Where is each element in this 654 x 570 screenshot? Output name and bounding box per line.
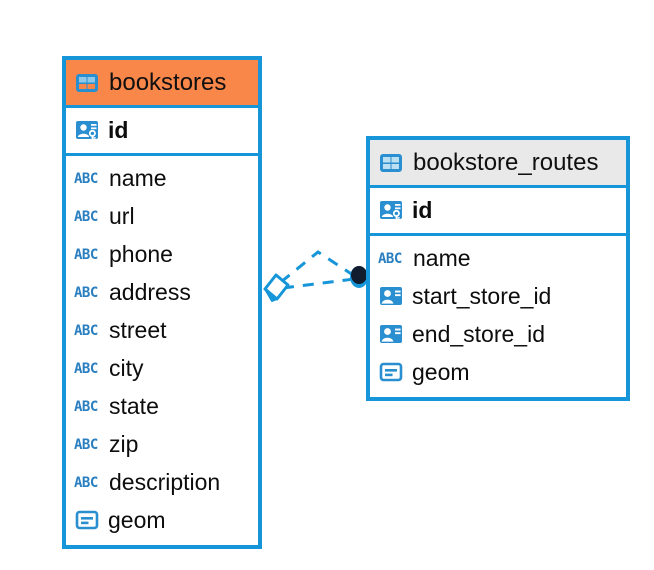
field-label: state xyxy=(109,392,159,419)
entity-field-section: ABC name start_store_id xyxy=(370,236,626,397)
svg-text:ABC: ABC xyxy=(74,399,98,415)
primary-key-icon xyxy=(378,197,404,223)
field-row-description[interactable]: ABC description xyxy=(66,463,258,501)
abc-text-icon: ABC xyxy=(74,206,101,226)
svg-text:ABC: ABC xyxy=(74,209,98,225)
field-label: description xyxy=(109,468,221,495)
field-row-primary-key[interactable]: id xyxy=(370,191,626,229)
field-label: id xyxy=(108,116,129,143)
field-row-url[interactable]: ABC url xyxy=(66,197,258,235)
field-label: url xyxy=(109,202,135,229)
svg-text:ABC: ABC xyxy=(74,361,98,377)
field-label: address xyxy=(109,278,191,305)
abc-text-icon: ABC xyxy=(74,358,101,378)
abc-text-icon: ABC xyxy=(74,396,101,416)
foreign-key-icon xyxy=(378,321,404,347)
field-row-geom[interactable]: geom xyxy=(66,501,258,539)
entity-key-section: id xyxy=(66,108,258,156)
table-icon xyxy=(378,150,404,176)
svg-text:ABC: ABC xyxy=(74,171,98,187)
field-label: geom xyxy=(412,358,470,385)
abc-text-icon: ABC xyxy=(74,168,101,188)
entity-field-section: ABC name ABC url ABC p xyxy=(66,156,258,545)
svg-text:ABC: ABC xyxy=(378,251,402,267)
field-row-phone[interactable]: ABC phone xyxy=(66,235,258,273)
field-row-start-store-id[interactable]: start_store_id xyxy=(370,277,626,315)
foreign-key-icon xyxy=(378,283,404,309)
entity-title: bookstore_routes xyxy=(413,148,599,176)
field-row-name[interactable]: ABC name xyxy=(66,159,258,197)
abc-text-icon: ABC xyxy=(74,434,101,454)
field-row-name[interactable]: ABC name xyxy=(370,239,626,277)
field-label: geom xyxy=(108,506,166,533)
abc-text-icon: ABC xyxy=(74,282,101,302)
field-label: id xyxy=(412,196,433,223)
field-label: start_store_id xyxy=(412,282,552,309)
svg-text:ABC: ABC xyxy=(74,247,98,263)
entity-header[interactable]: bookstores xyxy=(66,60,258,108)
svg-text:ABC: ABC xyxy=(74,323,98,339)
geometry-icon xyxy=(74,507,100,533)
geometry-icon xyxy=(378,359,404,385)
abc-text-icon: ABC xyxy=(378,248,405,268)
svg-text:ABC: ABC xyxy=(74,475,98,491)
relationship-line-upper[interactable] xyxy=(280,250,357,284)
abc-text-icon: ABC xyxy=(74,320,101,340)
abc-text-icon: ABC xyxy=(74,472,101,492)
field-label: zip xyxy=(109,430,139,457)
relationship-line-lower[interactable] xyxy=(282,277,355,290)
field-row-state[interactable]: ABC state xyxy=(66,387,258,425)
field-label: name xyxy=(413,244,471,271)
field-row-street[interactable]: ABC street xyxy=(66,311,258,349)
field-row-zip[interactable]: ABC zip xyxy=(66,425,258,463)
field-label: phone xyxy=(109,240,173,267)
field-row-address[interactable]: ABC address xyxy=(66,273,258,311)
primary-key-icon xyxy=(74,117,100,143)
svg-text:ABC: ABC xyxy=(74,437,98,453)
entity-bookstores[interactable]: bookstores id xyxy=(62,56,262,549)
field-label: name xyxy=(109,164,167,191)
field-row-end-store-id[interactable]: end_store_id xyxy=(370,315,626,353)
field-label: end_store_id xyxy=(412,320,545,347)
entity-bookstore-routes[interactable]: bookstore_routes id xyxy=(366,136,630,401)
entity-key-section: id xyxy=(370,188,626,236)
diamond-marker[interactable] xyxy=(263,273,290,302)
field-label: city xyxy=(109,354,144,381)
table-icon xyxy=(74,70,100,96)
svg-text:ABC: ABC xyxy=(74,285,98,301)
entity-title: bookstores xyxy=(109,68,227,96)
field-row-geom[interactable]: geom xyxy=(370,353,626,391)
field-row-primary-key[interactable]: id xyxy=(66,111,258,149)
abc-text-icon: ABC xyxy=(74,244,101,264)
field-row-city[interactable]: ABC city xyxy=(66,349,258,387)
field-label: street xyxy=(109,316,167,343)
entity-header[interactable]: bookstore_routes xyxy=(370,140,626,188)
